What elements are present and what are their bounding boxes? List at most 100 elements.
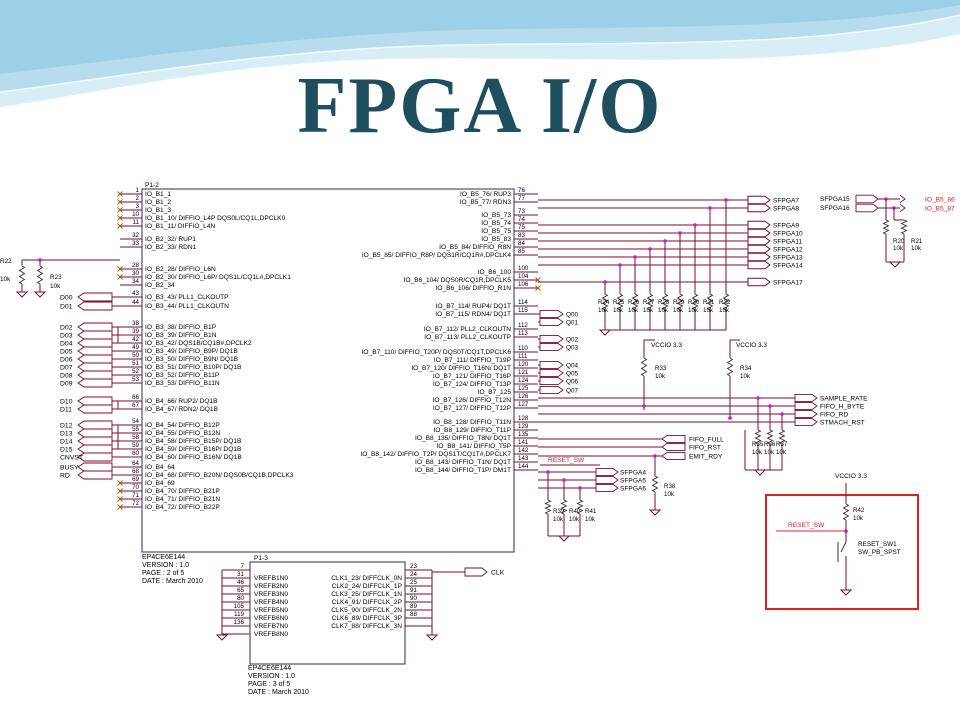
pin-label: IO_B2_32/ RUP1 xyxy=(145,236,196,243)
supply-label: VCCIO 3.3 xyxy=(651,342,682,349)
net-port xyxy=(595,467,619,477)
resistor-ref: R24 xyxy=(598,299,610,306)
pin-number: 64 xyxy=(132,460,139,467)
pin-label: IO_B3_42/ DQS1B/CQ1B#,DPCLK2 xyxy=(145,340,252,347)
resistor-bank-icon xyxy=(661,293,669,311)
resistor-ref: R37 xyxy=(776,441,788,448)
pin-label: IO_B4_60/ DIFFIO_B16N/ DQ1B xyxy=(145,454,242,461)
ground-icon xyxy=(425,634,439,641)
net-port xyxy=(77,301,113,311)
pin-label: IO_B4_64 xyxy=(145,464,175,471)
net-label: SFPGA4 xyxy=(620,469,646,476)
no-connect-mark xyxy=(117,274,123,280)
net-label: SFPGA6 xyxy=(620,485,646,492)
net-port xyxy=(77,436,113,446)
resistor-r34-icon xyxy=(726,357,734,377)
pin-label: IO_B8_144/ DIFFIO_T1P/ DM1T xyxy=(415,467,511,474)
pin-number: 115 xyxy=(518,307,528,314)
resistor-value: 10k xyxy=(764,449,775,456)
net-port xyxy=(77,462,113,472)
pin-label: IO_B6_106/ DIFFIO_R1N xyxy=(436,285,512,292)
net-port xyxy=(77,420,113,430)
pin-label: CLK4_91/ DIFFCLK_2P xyxy=(332,599,403,606)
part-name: EP4CE6E144 xyxy=(142,554,185,561)
net-label: D11 xyxy=(60,406,72,413)
net-port xyxy=(539,360,564,370)
resistor-ref: R33 xyxy=(655,365,667,372)
resistor-bank-icon xyxy=(631,293,639,311)
pin-label: IO_B4_71/ DIFFIO_B21N xyxy=(145,496,220,503)
pin-label: IO_B7_113/ PLL2_CLKOUTP xyxy=(424,334,511,341)
pin-label: IO_B7_114/ RUP4/ DQ1T xyxy=(436,303,511,310)
pin-number: 67 xyxy=(132,402,139,409)
resistor-r22-icon xyxy=(18,265,26,285)
resistor-bank-icon xyxy=(616,293,624,311)
net-arrow-icon xyxy=(899,203,906,213)
net-label: D03 xyxy=(60,332,73,339)
pin-label: IO_B8_141/ DIFFIO_T5P xyxy=(437,443,512,450)
pin-number: 44 xyxy=(132,299,139,306)
resistor-value: 10k xyxy=(776,449,787,456)
pin-number: 110 xyxy=(518,345,528,352)
net-port xyxy=(77,378,113,388)
no-connect-mark xyxy=(117,480,123,486)
pin-number: 49 xyxy=(132,344,139,351)
resistor-ref: R36 xyxy=(764,441,776,448)
junction xyxy=(724,198,728,202)
net-port xyxy=(77,470,113,480)
pin-label: IO_B8_143/ DIFFIO_T1N/ DQ1T xyxy=(415,459,511,466)
net-label-red: RESET_SW xyxy=(788,522,825,529)
schematic: P1-21IO_B1_12IO_B1_23IO_B1_310IO_B1_10/ … xyxy=(0,182,955,696)
net-port xyxy=(77,322,113,332)
net-label: D02 xyxy=(60,324,73,331)
pin-label: IO_B7_124/ DIFFIO_T13P xyxy=(433,381,512,388)
pin-label: IO_B4_72/ DIFFIO_B22P xyxy=(145,504,220,511)
junction xyxy=(603,280,607,284)
pin-label: IO_B7_125 xyxy=(478,389,512,396)
pin-number: 114 xyxy=(518,299,528,306)
pin-number: 72 xyxy=(132,500,139,507)
pin-number: 83 xyxy=(518,232,525,239)
resistor-value: 10k xyxy=(911,245,922,252)
pin-label: IO_B5_85/ DIFFIO_R8P/ DQS1R/CQ1R#,DPCLK4 xyxy=(362,252,511,259)
pin-label: IO_B4_69 xyxy=(145,480,175,487)
pin-label: IO_B5_77/ RDN3 xyxy=(460,199,512,206)
pin-label: IO_B8_128/ DIFFIO_T11N xyxy=(433,419,511,426)
net-label: Q02 xyxy=(566,336,579,343)
decorative-banner xyxy=(0,0,960,109)
resistor-value: 10k xyxy=(719,307,730,314)
net-port xyxy=(77,428,113,438)
net-label: Q05 xyxy=(566,370,579,377)
pin-label: IO_B7_120/ DIFFIO_T16N/ DQ1T xyxy=(411,365,511,372)
net-label: SFPGA15 xyxy=(820,196,850,203)
supply-label: VCCIO 3.3 xyxy=(736,342,767,349)
pin-label: CLK7_88/ DIFFCLK_3N xyxy=(331,623,402,630)
resistor-bank-icon xyxy=(676,293,684,311)
pin-label: IO_B4_70/ DIFFIO_B21P xyxy=(145,488,220,495)
ground-icon xyxy=(888,261,902,268)
net-port xyxy=(464,567,488,577)
pin-number: 120 xyxy=(518,361,529,368)
net-port xyxy=(794,393,818,403)
net-port xyxy=(661,442,686,452)
slide-title: FPGA I/O xyxy=(297,62,663,150)
junction xyxy=(768,404,772,408)
resistor-ref: R31 xyxy=(703,299,715,306)
pin-number: 84 xyxy=(518,240,525,247)
net-port xyxy=(794,401,818,411)
net-label: SFPGA17 xyxy=(773,279,803,286)
junction xyxy=(578,486,582,490)
resistor-ref: R42 xyxy=(853,507,865,514)
resistor-value: 10k xyxy=(853,515,864,522)
pin-label: IO_B7_112/ PLL2_CLKOUTN xyxy=(424,326,511,333)
net-port xyxy=(747,203,771,213)
pin-label: IO_B3_49/ DIFFIO_B9P/ DQ1B xyxy=(145,348,238,355)
net-port xyxy=(77,292,113,302)
net-port xyxy=(747,252,771,262)
resistor-ref: R38 xyxy=(664,483,676,490)
resistor-icon xyxy=(576,499,584,515)
net-port xyxy=(77,362,113,372)
pin-label: IO_B1_11/ DIFFIO_L4N xyxy=(145,223,215,230)
pin-number: 33 xyxy=(132,240,139,247)
pin-number: 144 xyxy=(518,463,529,470)
